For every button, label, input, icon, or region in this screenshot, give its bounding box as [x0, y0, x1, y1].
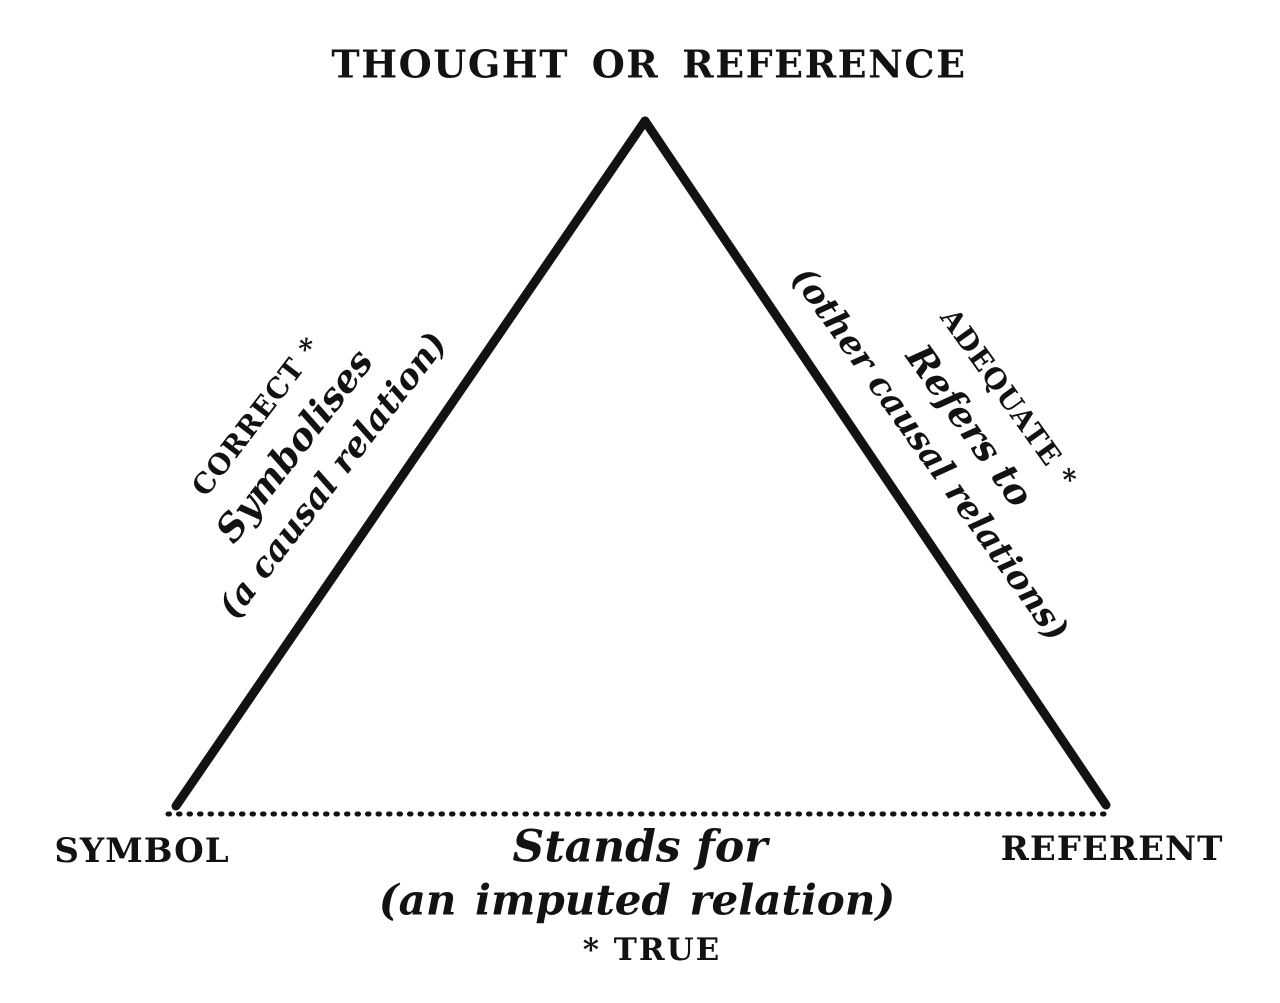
left-edge-line: [171, 116, 650, 811]
right-edge-line: [640, 116, 1111, 810]
base-relation-label: Stands for: [512, 821, 768, 873]
true-footnote: * TRUE: [582, 932, 722, 968]
apex-label: THOUGHT OR REFERENCE: [331, 41, 967, 87]
referent-vertex-label: REFERENT: [1000, 829, 1224, 869]
base-relation-note: (an imputed relation): [378, 875, 896, 925]
symbol-vertex-label: SYMBOL: [54, 831, 230, 871]
